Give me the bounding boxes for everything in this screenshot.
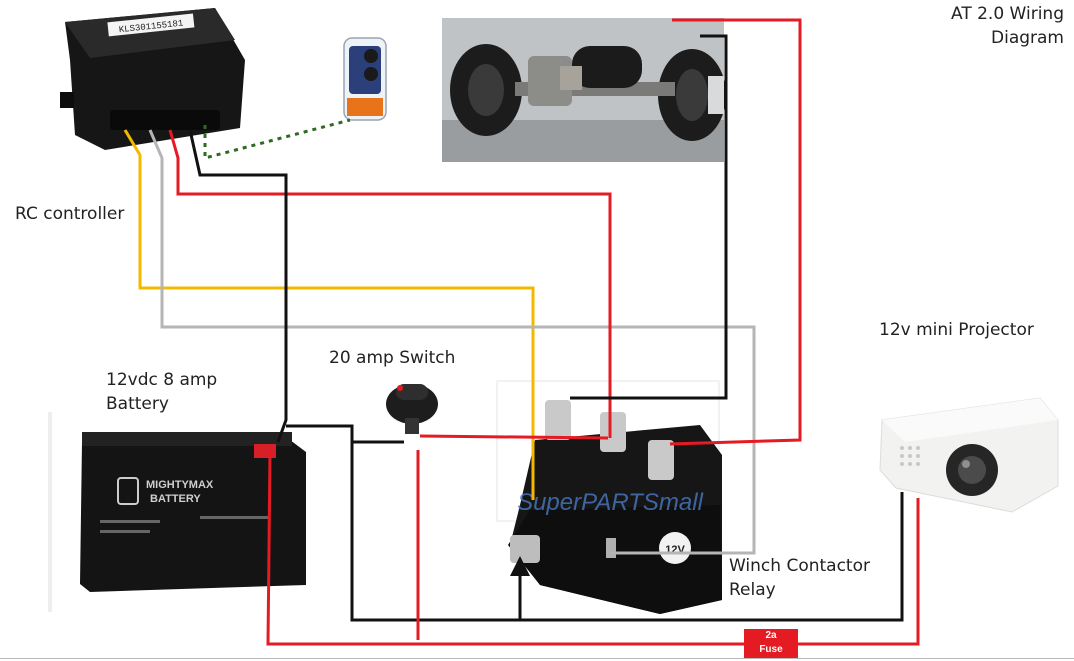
arrow-head bbox=[510, 556, 530, 576]
label-projector: 12v mini Projector bbox=[879, 320, 1034, 340]
motor-axle-photo bbox=[442, 18, 726, 162]
label-relay-line1: Winch Contactor bbox=[729, 556, 870, 576]
label-battery-line2: Battery bbox=[106, 394, 169, 414]
projector-device bbox=[879, 397, 1059, 513]
label-relay-line2: Relay bbox=[729, 580, 776, 600]
wire-black-ground-bus bbox=[286, 424, 904, 622]
battery-brand-line1: MIGHTYMAX bbox=[146, 479, 214, 491]
label-battery: 12vdc 8 amp Battery bbox=[106, 368, 217, 416]
label-battery-line1: 12vdc 8 amp bbox=[106, 370, 218, 390]
fuse-label: 2a Fuse bbox=[744, 629, 798, 659]
label-relay: Winch Contactor Relay bbox=[729, 554, 870, 602]
diagram-title: AT 2.0 Wiring Diagram bbox=[864, 2, 1064, 50]
remote-button-down bbox=[364, 67, 378, 81]
remote-fob bbox=[343, 37, 387, 121]
remote-button-up bbox=[364, 49, 378, 63]
label-rc-controller: RC controller bbox=[15, 204, 125, 224]
label-switch: 20 amp Switch bbox=[329, 348, 456, 368]
wire-red-controller-relay bbox=[168, 129, 612, 438]
fuse-rating: 2a bbox=[765, 630, 777, 641]
wire-yellow bbox=[123, 129, 535, 500]
title-line2: Diagram bbox=[991, 28, 1064, 48]
wire-red-switch-relay bbox=[419, 434, 609, 440]
wire-red-fuse-projector bbox=[798, 498, 920, 646]
wire-green-antenna bbox=[203, 118, 351, 160]
fuse-box bbox=[744, 629, 798, 659]
fuse-name: Fuse bbox=[759, 644, 783, 655]
title-line1: AT 2.0 Wiring bbox=[951, 4, 1064, 24]
battery-brand-line2: BATTERY bbox=[150, 493, 201, 505]
wire-black-motor-relay bbox=[570, 34, 728, 400]
wire-red-battery-fuse bbox=[266, 451, 744, 646]
relay-watermark: SuperPARTSmall bbox=[517, 489, 704, 516]
wire-black-controller-battery bbox=[188, 129, 288, 443]
wire-red-motor-relay bbox=[669, 18, 802, 446]
wire-gray bbox=[148, 129, 756, 555]
rc-controller-device: KLS301155181 bbox=[60, 8, 245, 150]
rocker-switch-device bbox=[386, 384, 438, 434]
bottom-divider bbox=[0, 658, 1074, 659]
